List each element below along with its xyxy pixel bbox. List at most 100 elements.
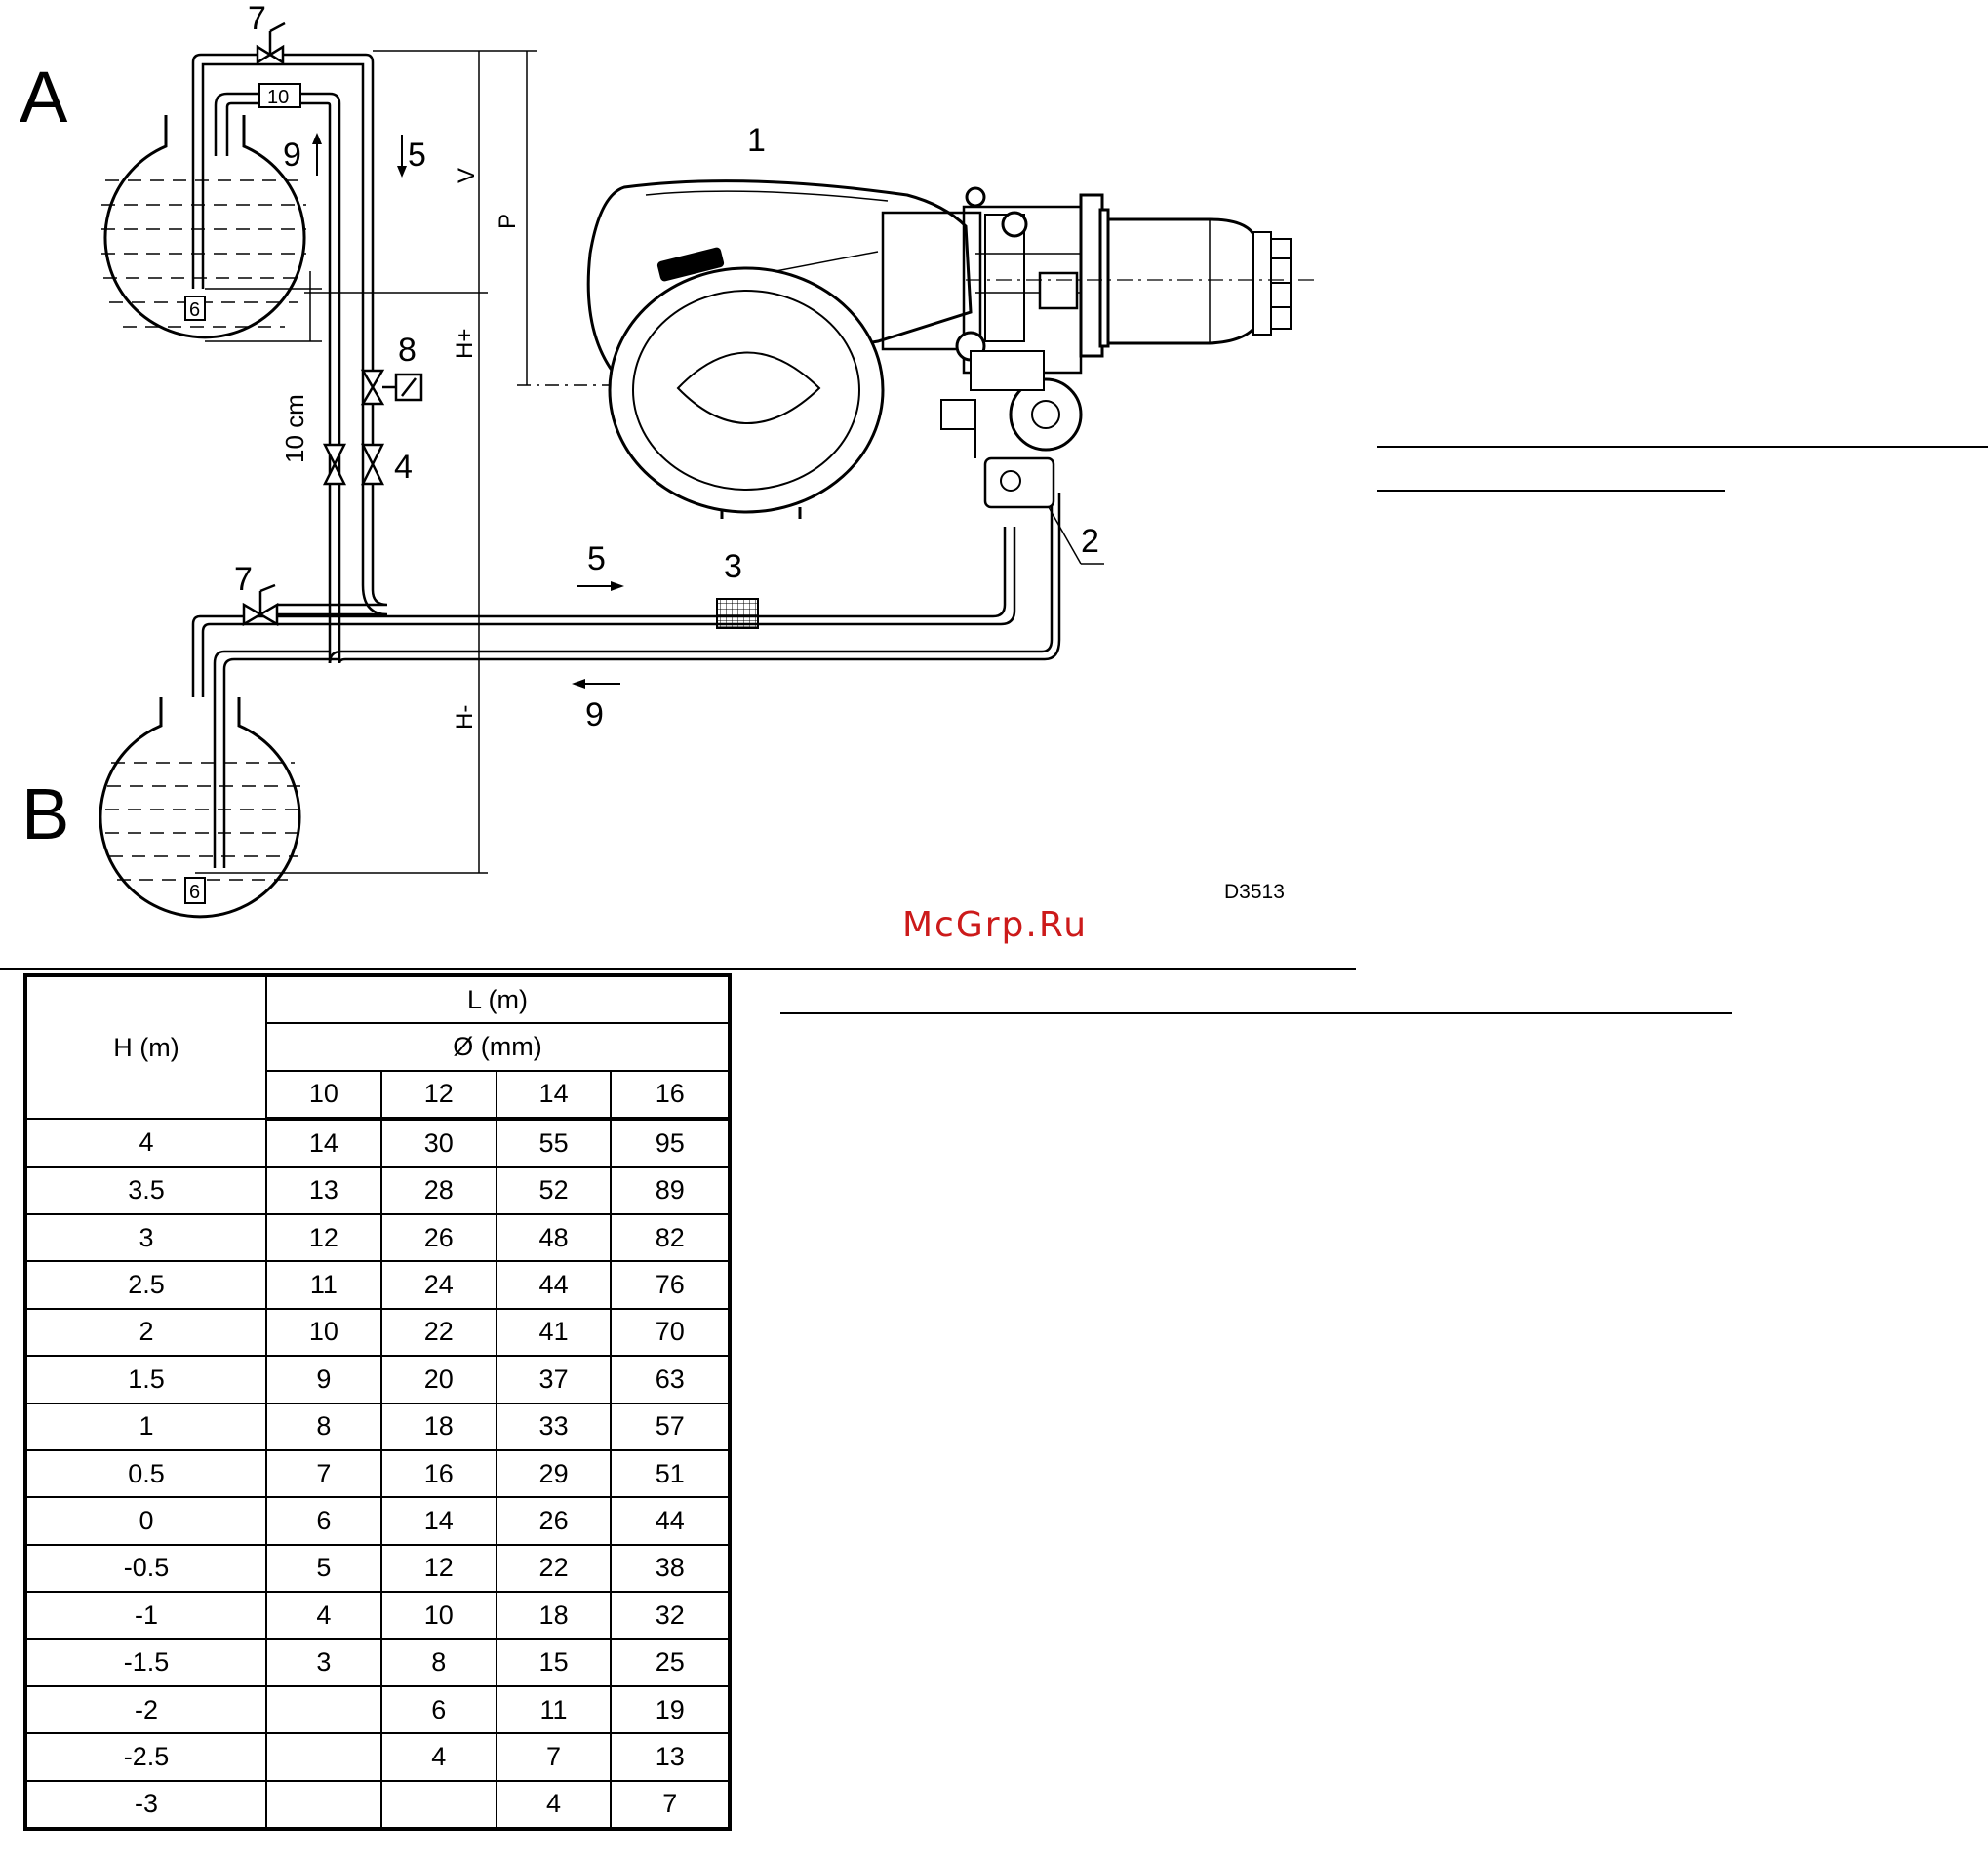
tank-b-foot-valve-box bbox=[184, 877, 206, 904]
length-value: 28 bbox=[379, 1166, 497, 1215]
length-value bbox=[265, 1684, 382, 1735]
gate-valve-top bbox=[256, 21, 286, 65]
length-value: 6 bbox=[265, 1496, 382, 1546]
length-value: 7 bbox=[265, 1448, 382, 1499]
length-value: 8 bbox=[265, 1402, 382, 1451]
callout-10: 10 bbox=[267, 87, 289, 108]
length-value: 32 bbox=[610, 1591, 731, 1640]
l-header: L (m) bbox=[265, 973, 731, 1025]
length-value: 4 bbox=[379, 1732, 497, 1782]
length-value: 24 bbox=[379, 1260, 497, 1310]
h-value: 2 bbox=[24, 1307, 267, 1358]
shutoff-valves-4 bbox=[322, 443, 385, 486]
length-value: 13 bbox=[610, 1732, 731, 1782]
watermark: McGrp.Ru bbox=[902, 905, 1089, 945]
length-value: 11 bbox=[265, 1260, 382, 1310]
length-value: 18 bbox=[379, 1402, 497, 1451]
callout-2: 2 bbox=[1081, 523, 1099, 560]
arrow-down-head-icon bbox=[397, 166, 407, 178]
callout-7-bottom: 7 bbox=[234, 561, 253, 598]
callout-4: 4 bbox=[394, 449, 413, 486]
h-value: -0.5 bbox=[24, 1543, 267, 1594]
diameter-header: Ø (mm) bbox=[265, 1022, 731, 1072]
tank-a-foot-valve-box bbox=[184, 296, 206, 321]
length-value: 20 bbox=[379, 1355, 497, 1404]
h-value: 3.5 bbox=[24, 1166, 267, 1215]
burner-icon bbox=[586, 179, 1292, 519]
length-value: 89 bbox=[610, 1166, 731, 1215]
length-value: 19 bbox=[610, 1684, 731, 1735]
dimension-v: V bbox=[454, 168, 480, 183]
length-value: 76 bbox=[610, 1260, 731, 1310]
section-label-a: A bbox=[20, 57, 68, 138]
length-value: 7 bbox=[495, 1732, 613, 1782]
dimension-p: P bbox=[495, 214, 521, 229]
length-value: 7 bbox=[610, 1779, 731, 1831]
ten-cm-dimension bbox=[205, 271, 322, 342]
tank-b bbox=[99, 697, 302, 919]
filter-icon bbox=[716, 598, 759, 629]
callout-5-bottom: 5 bbox=[587, 540, 606, 577]
h-value: -2.5 bbox=[24, 1732, 267, 1782]
h-value: 0.5 bbox=[24, 1448, 267, 1499]
length-value: 82 bbox=[610, 1212, 731, 1263]
length-value: 33 bbox=[495, 1402, 613, 1451]
length-value: 25 bbox=[610, 1638, 731, 1687]
callout-1: 1 bbox=[747, 122, 766, 159]
h-value: 2.5 bbox=[24, 1260, 267, 1310]
h-value: 1 bbox=[24, 1402, 267, 1451]
dimension-h-minus: H- bbox=[452, 705, 478, 730]
length-value: 70 bbox=[610, 1307, 731, 1358]
length-value: 63 bbox=[610, 1355, 731, 1404]
length-value: 26 bbox=[379, 1212, 497, 1263]
height-dimension-lines bbox=[195, 50, 624, 874]
length-value: 8 bbox=[379, 1638, 497, 1687]
length-value: 48 bbox=[495, 1212, 613, 1263]
arrow-up-head-icon bbox=[312, 133, 322, 144]
length-value: 55 bbox=[495, 1118, 613, 1168]
length-value: 15 bbox=[495, 1638, 613, 1687]
length-value: 4 bbox=[495, 1779, 613, 1831]
length-value: 5 bbox=[265, 1543, 382, 1594]
h-value: 0 bbox=[24, 1496, 267, 1546]
callout-6-bottom: 6 bbox=[189, 882, 200, 903]
rule-mid-right bbox=[780, 1012, 1732, 1014]
h-value: -1.5 bbox=[24, 1638, 267, 1687]
dimension-10cm: 10 cm bbox=[280, 394, 309, 463]
length-value: 26 bbox=[495, 1496, 613, 1546]
length-value: 10 bbox=[265, 1307, 382, 1358]
h-value: -3 bbox=[24, 1779, 267, 1831]
solenoid-valve bbox=[360, 369, 423, 406]
rule-right-short bbox=[1377, 490, 1725, 492]
length-value: 12 bbox=[379, 1543, 497, 1594]
length-value: 9 bbox=[265, 1355, 382, 1404]
length-value bbox=[265, 1732, 382, 1782]
length-value: 14 bbox=[379, 1496, 497, 1546]
length-value: 95 bbox=[610, 1118, 731, 1168]
h-header: H (m) bbox=[24, 973, 267, 1121]
length-value: 52 bbox=[495, 1166, 613, 1215]
h-value: -1 bbox=[24, 1591, 267, 1640]
length-value: 11 bbox=[495, 1684, 613, 1735]
section-label-b: B bbox=[21, 773, 69, 854]
length-value: 57 bbox=[610, 1402, 731, 1451]
rule-mid-left bbox=[0, 968, 1356, 970]
h-value: 3 bbox=[24, 1212, 267, 1263]
arrow-right-head-icon bbox=[611, 581, 624, 591]
callout-9-bottom: 9 bbox=[585, 696, 604, 733]
callout-5-top: 5 bbox=[408, 137, 426, 174]
length-value: 51 bbox=[610, 1448, 731, 1499]
callout-8: 8 bbox=[398, 332, 417, 369]
length-value: 38 bbox=[610, 1543, 731, 1594]
